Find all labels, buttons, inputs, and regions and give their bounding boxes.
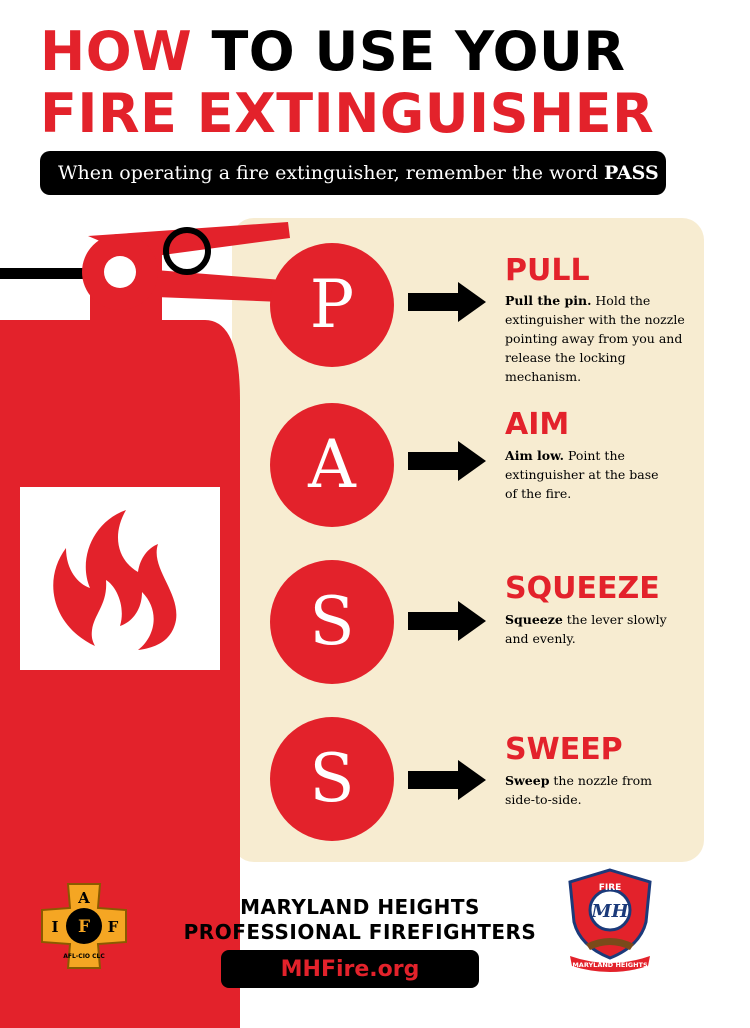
step-desc-bold: Aim low. (505, 448, 564, 463)
flame-icon (53, 510, 177, 650)
step-desc-text: the lever slowly and evenly. (505, 612, 667, 646)
step-desc-bold: Sweep (505, 773, 550, 788)
mh-fire-logo-icon: FIRE MH MARYLAND HEIGHTS (568, 868, 652, 972)
page-title-line-2: FIRE EXTINGUISHER (40, 82, 655, 145)
mh-top-text: FIRE (599, 883, 622, 893)
iaff-letter: I (51, 918, 58, 936)
pin-ring-icon (163, 227, 211, 275)
letter-circle-s2: S (270, 717, 394, 841)
step-title-aim: AIM (505, 407, 570, 442)
letter-circle-s1: S (270, 560, 394, 684)
iaff-letter: A (77, 889, 90, 907)
valve-ring-icon (104, 256, 136, 288)
step-desc-bold: Pull the pin. (505, 293, 592, 308)
arrow-right-icon (408, 441, 486, 481)
letter-circle-a: A (270, 403, 394, 527)
iaff-letter: F (78, 917, 90, 937)
mh-mid-text: MH (591, 901, 630, 922)
iaff-sub: AFL-CIO CLC (63, 953, 105, 960)
mh-bottom-text: MARYLAND HEIGHTS (572, 961, 648, 969)
website-link[interactable]: MHFire.org (221, 950, 479, 988)
step-desc-bold: Squeeze (505, 612, 563, 627)
iaff-logo-icon: A I F F AFL-CIO CLC (41, 883, 127, 969)
page-title-line-1: HOW TO USE YOUR (40, 24, 720, 80)
step-desc-sweep: Sweep the nozzle from side-to-side. (505, 771, 665, 809)
step-desc-squeeze: Squeeze the lever slowly and evenly. (505, 610, 675, 648)
iaff-letter: F (108, 918, 119, 936)
subtitle-bar: When operating a fire extinguisher, reme… (40, 151, 666, 195)
footer-line-1: MARYLAND HEIGHTS (240, 895, 480, 919)
footer-line-2: PROFESSIONAL FIREFIGHTERS (183, 920, 537, 944)
hose-icon (0, 268, 94, 279)
step-title-sweep: SWEEP (505, 732, 623, 767)
step-desc-text: Hold the extinguisher with the nozzle po… (505, 293, 685, 384)
eagle-icon (586, 938, 634, 950)
arrow-right-icon (408, 760, 486, 800)
step-desc-pull: Pull the pin. Hold the extinguisher with… (505, 291, 705, 386)
step-desc-text: Point the extinguisher at the base of th… (505, 448, 659, 501)
step-desc-aim: Aim low. Point the extinguisher at the b… (505, 446, 665, 503)
step-desc-text: the nozzle from side-to-side. (505, 773, 652, 807)
step-title-pull: PULL (505, 253, 590, 288)
arrow-right-icon (408, 601, 486, 641)
subtitle-emphasis: PASS (604, 162, 659, 184)
title-how: HOW (40, 20, 193, 83)
subtitle-text: When operating a fire extinguisher, reme… (58, 162, 599, 184)
step-title-squeeze: SQUEEZE (505, 571, 660, 606)
arrow-right-icon (408, 282, 486, 322)
letter-circle-p: P (270, 243, 394, 367)
title-rest: TO USE YOUR (192, 20, 626, 83)
